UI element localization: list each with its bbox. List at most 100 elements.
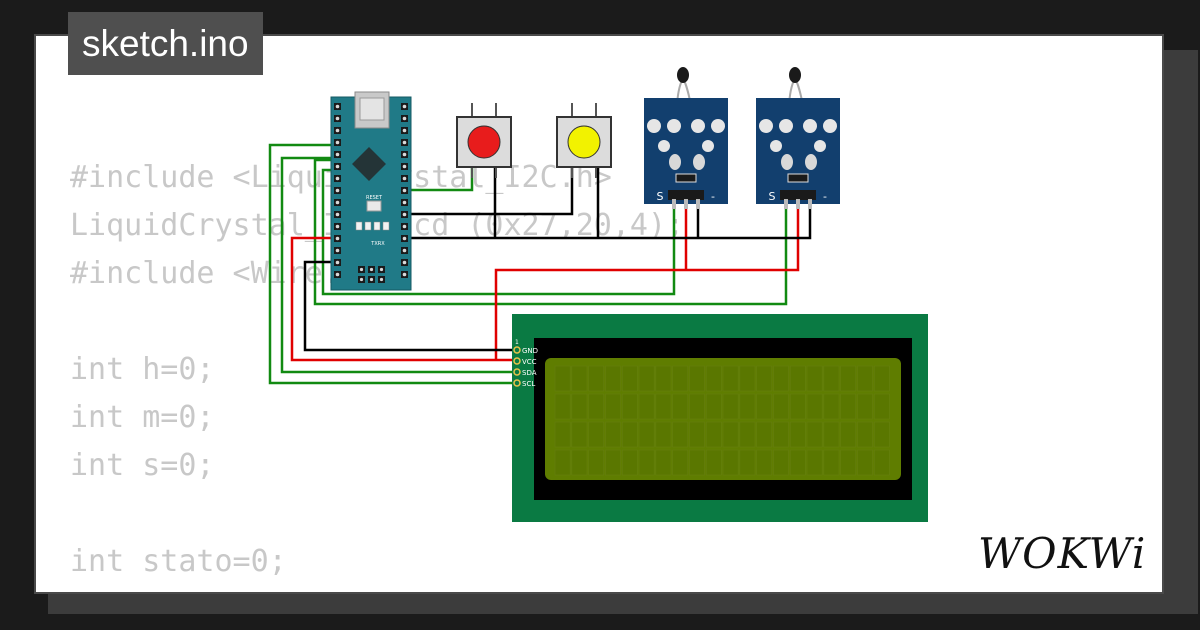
lcd-cell [621, 365, 638, 392]
code-line: int stato=0; [70, 544, 287, 579]
lcd-cell [588, 365, 605, 392]
lcd-pin-gnd: GND [513, 346, 538, 355]
lcd-cell [605, 449, 621, 476]
lcd-cell [655, 449, 672, 476]
svg-text:S: S [769, 190, 776, 203]
lcd-cell [739, 393, 756, 420]
lcd-cell [756, 449, 773, 476]
nano-icsp [358, 266, 385, 283]
lcd-cell [789, 421, 806, 448]
lcd-cell [621, 421, 638, 448]
lcd-cell [756, 421, 773, 448]
lcd-cell [857, 421, 873, 448]
svg-text:TXRX: TXRX [370, 241, 385, 247]
lcd-cell [689, 421, 705, 448]
lcd-cell [840, 393, 857, 420]
lcd-cell [655, 365, 672, 392]
reset-button [366, 200, 382, 212]
lcd-cell [605, 365, 621, 392]
lcd-cell [806, 449, 823, 476]
lcd-cell [571, 365, 588, 392]
lcd-cell [571, 449, 588, 476]
wire-button2 [403, 160, 574, 216]
lcd-cell [773, 421, 789, 448]
lcd-cell [739, 421, 756, 448]
lcd-pin-sda: SDA [513, 368, 537, 377]
wokwi-logo: WOKWi [978, 529, 1145, 576]
lcd-2004-i2c[interactable]: 1 GND VCC SDA SCL [512, 314, 928, 522]
svg-text:1: 1 [515, 339, 519, 346]
svg-text:S: S [657, 190, 664, 203]
ntc-sensor-2[interactable]: S - [756, 67, 840, 209]
nano-led [382, 221, 390, 231]
lcd-cell [773, 365, 789, 392]
lcd-cell [873, 449, 890, 476]
lcd-cell [672, 421, 689, 448]
lcd-cell [672, 449, 689, 476]
lcd-cell [789, 365, 806, 392]
svg-text:VCC: VCC [522, 358, 537, 366]
lcd-cell [823, 421, 840, 448]
lcd-cell [873, 393, 890, 420]
lcd-cell [722, 421, 739, 448]
lcd-cell [638, 449, 655, 476]
lcd-cell [705, 421, 722, 448]
lcd-cell [705, 449, 722, 476]
arduino-nano[interactable]: RESET TXRX [330, 91, 412, 291]
wire-sda [280, 156, 514, 374]
pushbutton-red[interactable] [456, 103, 512, 178]
lcd-pin-vcc: VCC [513, 357, 537, 366]
svg-text:SCL: SCL [522, 380, 535, 388]
wire-sensor1-signal [321, 168, 676, 296]
svg-text:-: - [711, 190, 715, 203]
lcd-cell [840, 449, 857, 476]
lcd-cell [823, 365, 840, 392]
lcd-cell [722, 393, 739, 420]
lcd-cell [571, 421, 588, 448]
lcd-cell [806, 393, 823, 420]
svg-text:SDA: SDA [522, 369, 537, 377]
lcd-cell [638, 393, 655, 420]
wire-lcd-gnd [303, 260, 514, 352]
lcd-cell [554, 365, 571, 392]
lcd-cell [571, 393, 588, 420]
lcd-cell [689, 393, 705, 420]
lcd-cell [655, 393, 672, 420]
lcd-cell [873, 365, 890, 392]
nano-led [355, 221, 363, 231]
lcd-cell [554, 421, 571, 448]
ntc-sensor-1[interactable]: S - [644, 67, 728, 209]
wire-scl [268, 143, 514, 385]
lcd-cell [823, 449, 840, 476]
lcd-cell [806, 421, 823, 448]
lcd-cell [722, 449, 739, 476]
code-background: #include <LiquidCrystal_I2C.h> LiquidCry… [70, 154, 684, 586]
code-line: int s=0; [70, 448, 215, 483]
lcd-character-cells [554, 365, 890, 476]
lcd-cell [672, 365, 689, 392]
lcd-cell [857, 365, 873, 392]
lcd-cell [705, 393, 722, 420]
lcd-cell [756, 365, 773, 392]
wire-sensor2-signal [313, 158, 788, 306]
lcd-cell [638, 365, 655, 392]
nano-chip [352, 147, 386, 181]
wire-ground-main [403, 206, 812, 240]
nano-leds [355, 221, 390, 231]
lcd-cell [739, 449, 756, 476]
lcd-cell [756, 393, 773, 420]
lcd-cell [773, 449, 789, 476]
svg-text:GND: GND [522, 347, 538, 355]
lcd-cell [689, 449, 705, 476]
lcd-cell [605, 421, 621, 448]
lcd-cell [789, 449, 806, 476]
lcd-cell [621, 393, 638, 420]
nano-pin-headers [334, 103, 408, 278]
nano-led [364, 221, 372, 231]
pushbutton-yellow[interactable] [556, 103, 612, 178]
lcd-cell [739, 365, 756, 392]
svg-text:RESET: RESET [366, 195, 383, 201]
lcd-cell [823, 393, 840, 420]
lcd-cell [554, 449, 571, 476]
filename-tab: sketch.ino [68, 12, 263, 75]
